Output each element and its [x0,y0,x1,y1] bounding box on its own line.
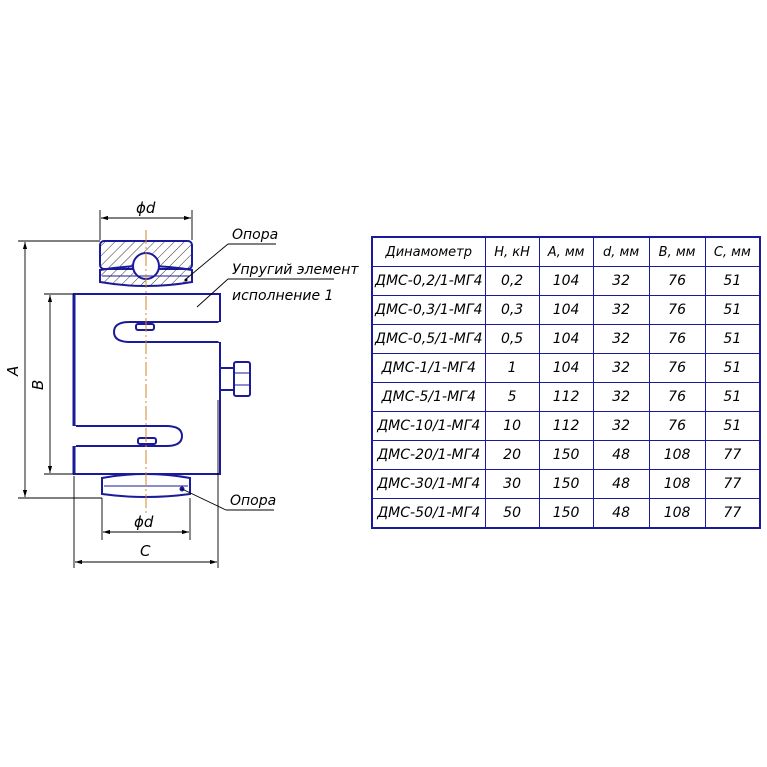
cell-a: 150 [538,498,594,529]
dimension-b [44,293,74,475]
cell-c: 51 [704,353,761,383]
cell-force: 20 [484,440,540,470]
label-support-bottom: Опора [230,493,276,509]
cell-a: 150 [538,469,594,499]
cell-force: 0,3 [484,295,540,325]
label-elastic-element: Упругий элемент [232,262,359,278]
cell-b: 108 [648,440,706,470]
cell-model: ДМС-50/1-МГ4 [371,498,486,529]
leader-support-bottom [181,488,274,511]
cell-model: ДМС-0,5/1-МГ4 [371,324,486,354]
dim-b-label: B [29,380,47,390]
cell-a: 104 [538,353,594,383]
cell-b: 108 [648,498,706,529]
cell-d: 32 [592,353,650,383]
cell-d: 48 [592,440,650,470]
header-d: d, мм [592,236,650,267]
cell-a: 150 [538,440,594,470]
cell-d: 32 [592,266,650,296]
cell-a: 112 [538,411,594,441]
specifications-table: Динамометр Н, кН А, мм d, мм В, мм С, мм… [371,236,762,529]
dim-a-label: A [4,366,22,377]
header-dynamometer: Динамометр [371,236,486,267]
cell-model: ДМС-0,3/1-МГ4 [371,295,486,325]
cell-c: 51 [704,411,761,441]
cell-model: ДМС-20/1-МГ4 [371,440,486,470]
cell-b: 76 [648,382,706,412]
cell-force: 30 [484,469,540,499]
dim-c-label: C [140,542,151,560]
table-header-row: Динамометр Н, кН А, мм d, мм В, мм С, мм [371,236,761,267]
cell-force: 10 [484,411,540,441]
table-row: ДМС-50/1-МГ4 50 150 48 108 77 [371,498,761,529]
cell-d: 48 [592,498,650,529]
cell-force: 1 [484,353,540,383]
cell-a: 104 [538,295,594,325]
cell-force: 0,2 [484,266,540,296]
cell-b: 76 [648,295,706,325]
cell-a: 104 [538,266,594,296]
cell-c: 77 [704,469,761,499]
cell-force: 50 [484,498,540,529]
dimension-c [73,400,219,568]
dimension-d-top [99,210,193,240]
cell-b: 76 [648,411,706,441]
cell-c: 77 [704,440,761,470]
label-execution: исполнение 1 [232,288,333,304]
cell-d: 32 [592,324,650,354]
cell-model: ДМС-30/1-МГ4 [371,469,486,499]
leader-support-top [185,243,276,280]
dimension-d-bottom [101,498,191,540]
cell-c: 51 [704,295,761,325]
cell-c: 51 [704,324,761,354]
cell-model: ДМС-0,2/1-МГ4 [371,266,486,296]
header-c: С, мм [704,236,761,267]
table-row: ДМС-0,3/1-МГ4 0,3 104 32 76 51 [371,295,761,325]
table-row: ДМС-10/1-МГ4 10 112 32 76 51 [371,411,761,441]
dim-d-bottom-label: ϕd [134,513,154,531]
cell-c: 77 [704,498,761,529]
table-row: ДМС-20/1-МГ4 20 150 48 108 77 [371,440,761,470]
cell-a: 112 [538,382,594,412]
table-row: ДМС-0,5/1-МГ4 0,5 104 32 76 51 [371,324,761,354]
leader-elastic-element [196,278,334,308]
cell-c: 51 [704,266,761,296]
cell-d: 32 [592,295,650,325]
table-row: ДМС-1/1-МГ4 1 104 32 76 51 [371,353,761,383]
cell-d: 32 [592,382,650,412]
header-force: Н, кН [484,236,540,267]
cell-b: 76 [648,324,706,354]
cell-c: 51 [704,382,761,412]
table-row: ДМС-0,2/1-МГ4 0,2 104 32 76 51 [371,266,761,296]
cell-force: 5 [484,382,540,412]
cell-model: ДМС-5/1-МГ4 [371,382,486,412]
header-b: В, мм [648,236,706,267]
dim-d-top-label: ϕd [136,199,156,217]
table-row: ДМС-5/1-МГ4 5 112 32 76 51 [371,382,761,412]
label-support-top: Опора [232,227,278,243]
cell-d: 32 [592,411,650,441]
cell-b: 108 [648,469,706,499]
cell-a: 104 [538,324,594,354]
elastic-element [72,293,251,475]
cell-model: ДМС-10/1-МГ4 [371,411,486,441]
dimension-a [18,240,102,499]
header-a: А, мм [538,236,594,267]
cell-force: 0,5 [484,324,540,354]
table-row: ДМС-30/1-МГ4 30 150 48 108 77 [371,469,761,499]
cell-b: 76 [648,266,706,296]
cell-model: ДМС-1/1-МГ4 [371,353,486,383]
cell-d: 48 [592,469,650,499]
cell-b: 76 [648,353,706,383]
